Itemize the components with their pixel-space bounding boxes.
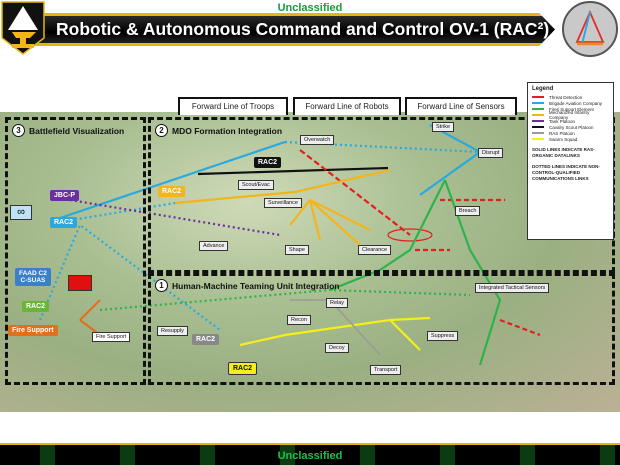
panel-number: 1: [155, 279, 168, 292]
legend-note-solid: SOLID LINES INDICATE RAS-ORGANIC DATALIN…: [532, 147, 595, 158]
legend-item: Swarm Squad: [532, 136, 609, 142]
advance-label: Advance: [199, 241, 229, 251]
suppress-label: Suppress: [427, 331, 459, 341]
enemy-unit-symbol-icon: [68, 275, 92, 291]
forward-line-of-robots: Forward Line of Robots: [293, 97, 401, 115]
panel-human-machine-teaming: 1 Human-Machine Teaming Unit Integration: [148, 273, 615, 385]
infinity-unit-symbol-icon: ∞: [10, 205, 32, 220]
legend-label: RAS Platoon: [549, 130, 575, 136]
rac2-yellow-tag: RAC2: [228, 362, 258, 375]
forward-line-of-troops: Forward Line of Troops: [178, 97, 288, 115]
panel-title: Battlefield Visualization: [29, 125, 125, 136]
panel-title: Human-Machine Teaming Unit Integration: [172, 280, 340, 291]
rac2-gray-tag: RAC2: [192, 334, 220, 345]
fire-support-label: Fire Support: [92, 332, 131, 342]
footer-bar: [0, 443, 620, 465]
rac2-green-tag: RAC2: [22, 301, 50, 312]
legend-item: Fires Support Element: [532, 106, 609, 112]
rac2-black-tag: RAC2: [254, 157, 282, 168]
terrain-background: [0, 112, 620, 412]
legend-label: Tank Platoon: [549, 118, 576, 124]
legend-title: Legend: [532, 86, 554, 92]
legend-label: Threat Detection: [549, 94, 583, 100]
panel-title: MDO Formation Integration: [172, 125, 283, 136]
title-bar: [30, 13, 555, 46]
clearance-label: Clearance: [358, 245, 392, 255]
legend-swatch: [532, 120, 544, 122]
legend-label: Swarm Squad: [549, 136, 578, 142]
integrated-tactical-sensors-label: Integrated Tactical Sensors: [475, 283, 550, 293]
legend-item: Brigade Aviation Company: [532, 100, 609, 106]
legend-swatch: [532, 114, 544, 116]
strike-label: Strike: [432, 122, 455, 132]
jbcp-tag: JBC-P: [50, 190, 80, 201]
legend-item: Mechanized Infantry Company: [532, 110, 609, 120]
relay-label: Relay: [326, 298, 349, 308]
overwatch-label: Overwatch: [300, 135, 335, 145]
legend-label: Fires Support Element: [549, 106, 594, 112]
legend-note-dotted: DOTTED LINES INDICATE NON-CONTROL-QUALIF…: [532, 164, 600, 181]
fire-support-tag: Fire Support: [8, 325, 58, 336]
panel-number: 2: [155, 124, 168, 137]
classification-top: Unclassified: [277, 2, 343, 14]
classification-bottom: Unclassified: [277, 450, 343, 462]
forward-line-of-sensors: Forward Line of Sensors: [405, 97, 517, 115]
scout-evac-label: Scout/Evac: [238, 180, 274, 190]
legend-item: Threat Detection: [532, 94, 609, 100]
legend-swatch: [532, 102, 544, 104]
panel-battlefield-visualization: 3 Battlefield Visualization: [5, 117, 146, 385]
army-futures-command-logo: [1, 1, 45, 55]
page-title: Robotic & Autonomous Command and Control…: [56, 19, 550, 39]
legend-swatch: [532, 96, 544, 98]
legend-swatch: [532, 108, 544, 110]
legend-label: Brigade Aviation Company: [549, 100, 602, 106]
legend-label: Cavalry Scout Platoon: [549, 124, 594, 130]
legend-item: RAS Platoon: [532, 130, 609, 136]
legend-swatch: [532, 132, 544, 134]
decoy-label: Decoy: [325, 343, 349, 353]
legend-swatch: [532, 126, 544, 128]
legend-item: Tank Platoon: [532, 118, 609, 124]
faad-c2-tag: FAAD C2 C-SUAS: [15, 268, 51, 286]
rac2-orange-tag: RAC2: [158, 186, 186, 197]
legend-label: Mechanized Infantry Company: [548, 110, 590, 120]
legend-item: Cavalry Scout Platoon: [532, 124, 609, 130]
resupply-label: Resupply: [157, 326, 188, 336]
rac2-seal-logo: [562, 1, 618, 57]
breach-label: Breach: [455, 206, 481, 216]
disrupt-label: Disrupt: [478, 148, 504, 158]
recon-label: Recon: [287, 315, 311, 325]
transport-label: Transport: [370, 365, 402, 375]
panel-number: 3: [12, 124, 25, 137]
rac2-blue-tag: RAC2: [50, 217, 78, 228]
surveillance-label: Surveillance: [264, 198, 302, 208]
legend-swatch: [532, 138, 544, 140]
shape-label: Shape: [285, 245, 309, 255]
